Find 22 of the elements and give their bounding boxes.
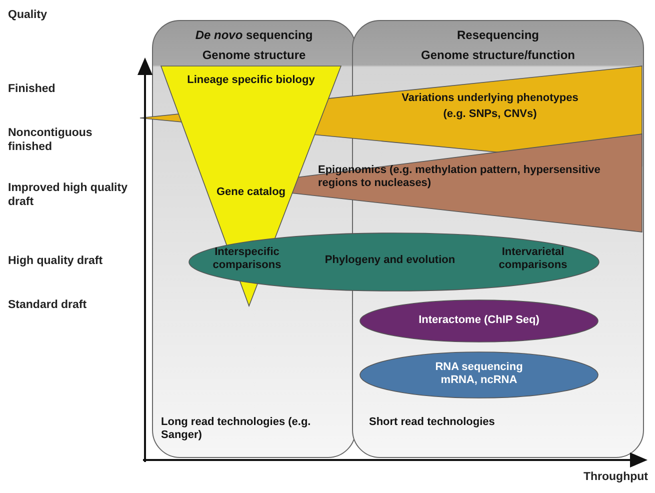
technology-label: Short read technologies [369,416,496,429]
technology-label: Long read technologies (e.g. Sanger) [161,416,311,442]
region-label: Lineage specific biology [186,74,316,87]
axis-label: High quality draft [8,254,104,268]
axis-label: Quality [8,8,48,22]
axis-label: Standard draft [8,298,88,312]
header-label: Genome structure/function [420,49,576,62]
region-label: Phylogeny and evolution [324,254,456,267]
region-label: RNA sequencing mRNA, ncRNA [434,361,524,387]
region-label: Variations underlying phenotypes [400,92,580,105]
region-label: Interspecific comparisons [212,246,282,272]
region-label: Gene catalog [215,186,287,199]
axis-label: Improved high quality draft [8,181,128,209]
region-label: (e.g. SNPs, CNVs) [442,108,538,121]
region-label: Interactome (ChIP Seq) [418,314,540,327]
axis-label: Noncontiguous finished [8,126,94,154]
axis-label: Finished [8,82,56,96]
axis-label: Throughput [582,470,648,484]
header-label: De novo sequencing [194,29,314,42]
header-label: Resequencing [456,29,540,42]
header-label: Genome structure [201,49,307,62]
region-label: Intervarietal comparisons [498,246,568,272]
